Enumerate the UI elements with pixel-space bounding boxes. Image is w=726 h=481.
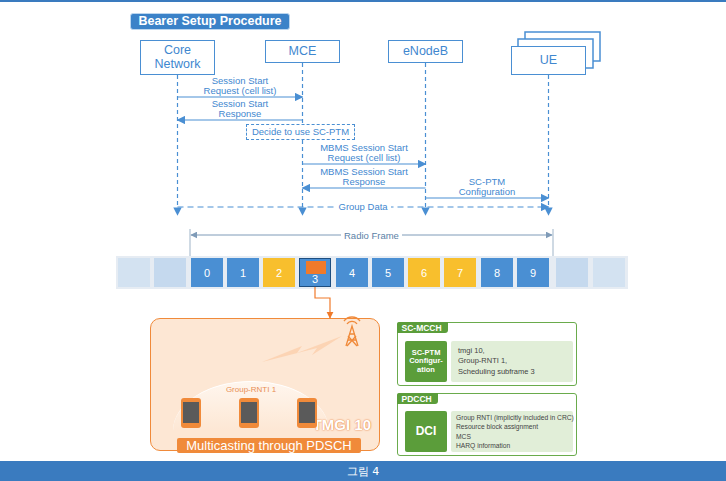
group-label: Group-RNTI 1 [226, 385, 276, 394]
callout-arrow [315, 287, 330, 318]
subframe-number: 6 [421, 267, 427, 279]
field-text: Group-RNTI 1, [458, 356, 507, 367]
faded-subframe [556, 258, 588, 287]
frame-tick [190, 229, 191, 257]
subframe-number: 3 [312, 273, 318, 285]
caption-band: 그림 4 [0, 461, 726, 481]
faded-subframe [118, 258, 150, 287]
field-text: MCS [456, 432, 471, 441]
field-list: tmgi 10,Group-RNTI 1,Scheduling subframe… [451, 341, 573, 382]
message-label: SC-PTM Configuration [452, 177, 522, 197]
field-text: HARQ information [456, 441, 510, 450]
message-label: Session Start Request (cell list) [196, 76, 284, 96]
channel-box: SC-MCCHSC-PTM Configur- ationtmgi 10,Gro… [397, 322, 577, 386]
message-name: SC-PTM Configur- ation [407, 349, 445, 375]
subframe-cell: 9 [517, 258, 549, 287]
channel-box: PDCCH DCI Group RNTI (implicitly included … [397, 393, 577, 456]
subframe-cell: 4 [336, 258, 368, 287]
entity-box: UE [511, 46, 586, 75]
entity-box: eNodeB [388, 40, 463, 63]
band-label: Multicasting through PDSCH [186, 438, 351, 453]
subframe-number: 7 [457, 267, 463, 279]
lifeline [177, 75, 178, 215]
message-arrow [178, 119, 303, 120]
lifeline [548, 75, 549, 215]
subframe-number: 4 [349, 267, 355, 279]
faded-subframe [154, 258, 186, 287]
entity-label: UE [540, 54, 557, 68]
field-text: Group RNTI (implicitly included in CRC) [456, 413, 574, 422]
subframe-number: 0 [204, 267, 210, 279]
faded-subframe [593, 258, 625, 287]
channel-tab: PDCCH [397, 393, 438, 404]
channel-tab: SC-MCCH [397, 322, 448, 333]
subframe-cell: 1 [227, 258, 259, 287]
subframe-number: 8 [494, 267, 500, 279]
field-list: Group RNTI (implicitly included in CRC)R… [451, 411, 573, 452]
entity-label: Core Network [141, 44, 214, 72]
diagram-title: Bearer Setup Procedure [130, 13, 290, 30]
message-arrow [426, 197, 549, 198]
subframe-number: 9 [530, 267, 536, 279]
top-rule [0, 0, 726, 2]
message-label: MBMS Session Start Response [314, 167, 414, 187]
subframe-cell: 6 [408, 258, 440, 287]
decision-note: Decide to use SC-PTM [246, 124, 355, 140]
axis-label: Radio Frame [341, 230, 402, 241]
caption: 그림 4 [347, 464, 380, 479]
multicast-band: Multicasting through PDSCH [177, 438, 361, 453]
group-rnti-dome: Group-RNTI 1 [173, 381, 329, 431]
subframe-cell: 8 [481, 258, 513, 287]
subframe-row [116, 256, 628, 289]
entity-label: MCE [289, 45, 317, 59]
subframe-number: 2 [276, 267, 282, 279]
subframe-number: 1 [240, 267, 246, 279]
message-label: Session Start Response [196, 99, 284, 119]
field-text: Scheduling subframe 3 [458, 367, 535, 378]
message-arrow [303, 163, 426, 164]
message-square: SC-PTM Configur- ation [405, 341, 447, 382]
entity-box: Core Network [140, 40, 215, 75]
subframe-cell: 5 [372, 258, 404, 287]
subframe-cell: 7 [444, 258, 476, 287]
subframe-number: 5 [385, 267, 391, 279]
message-name: DCI [416, 425, 437, 439]
subframe-cell: 0 [191, 258, 223, 287]
entity-box: MCE [265, 40, 340, 63]
message-arrow [303, 187, 426, 188]
message-square: DCI [405, 411, 447, 452]
entity-label: eNodeB [403, 45, 448, 59]
cell-coverage-box: TMGI 10Group-RNTI 1Multicasting through … [150, 318, 380, 451]
note-text: Decide to use SC-PTM [252, 127, 349, 137]
field-text: Resource block assignment [456, 422, 538, 431]
frame-tick [553, 229, 554, 257]
subframe-cell: 3 [299, 258, 331, 287]
message-label: MBMS Session Start Request (cell list) [314, 143, 414, 163]
lifeline [425, 63, 426, 215]
message-arrow [178, 96, 303, 97]
message-label: Group Data [336, 202, 391, 212]
field-text: tmgi 10, [458, 346, 485, 357]
subframe-cell: 2 [263, 258, 295, 287]
